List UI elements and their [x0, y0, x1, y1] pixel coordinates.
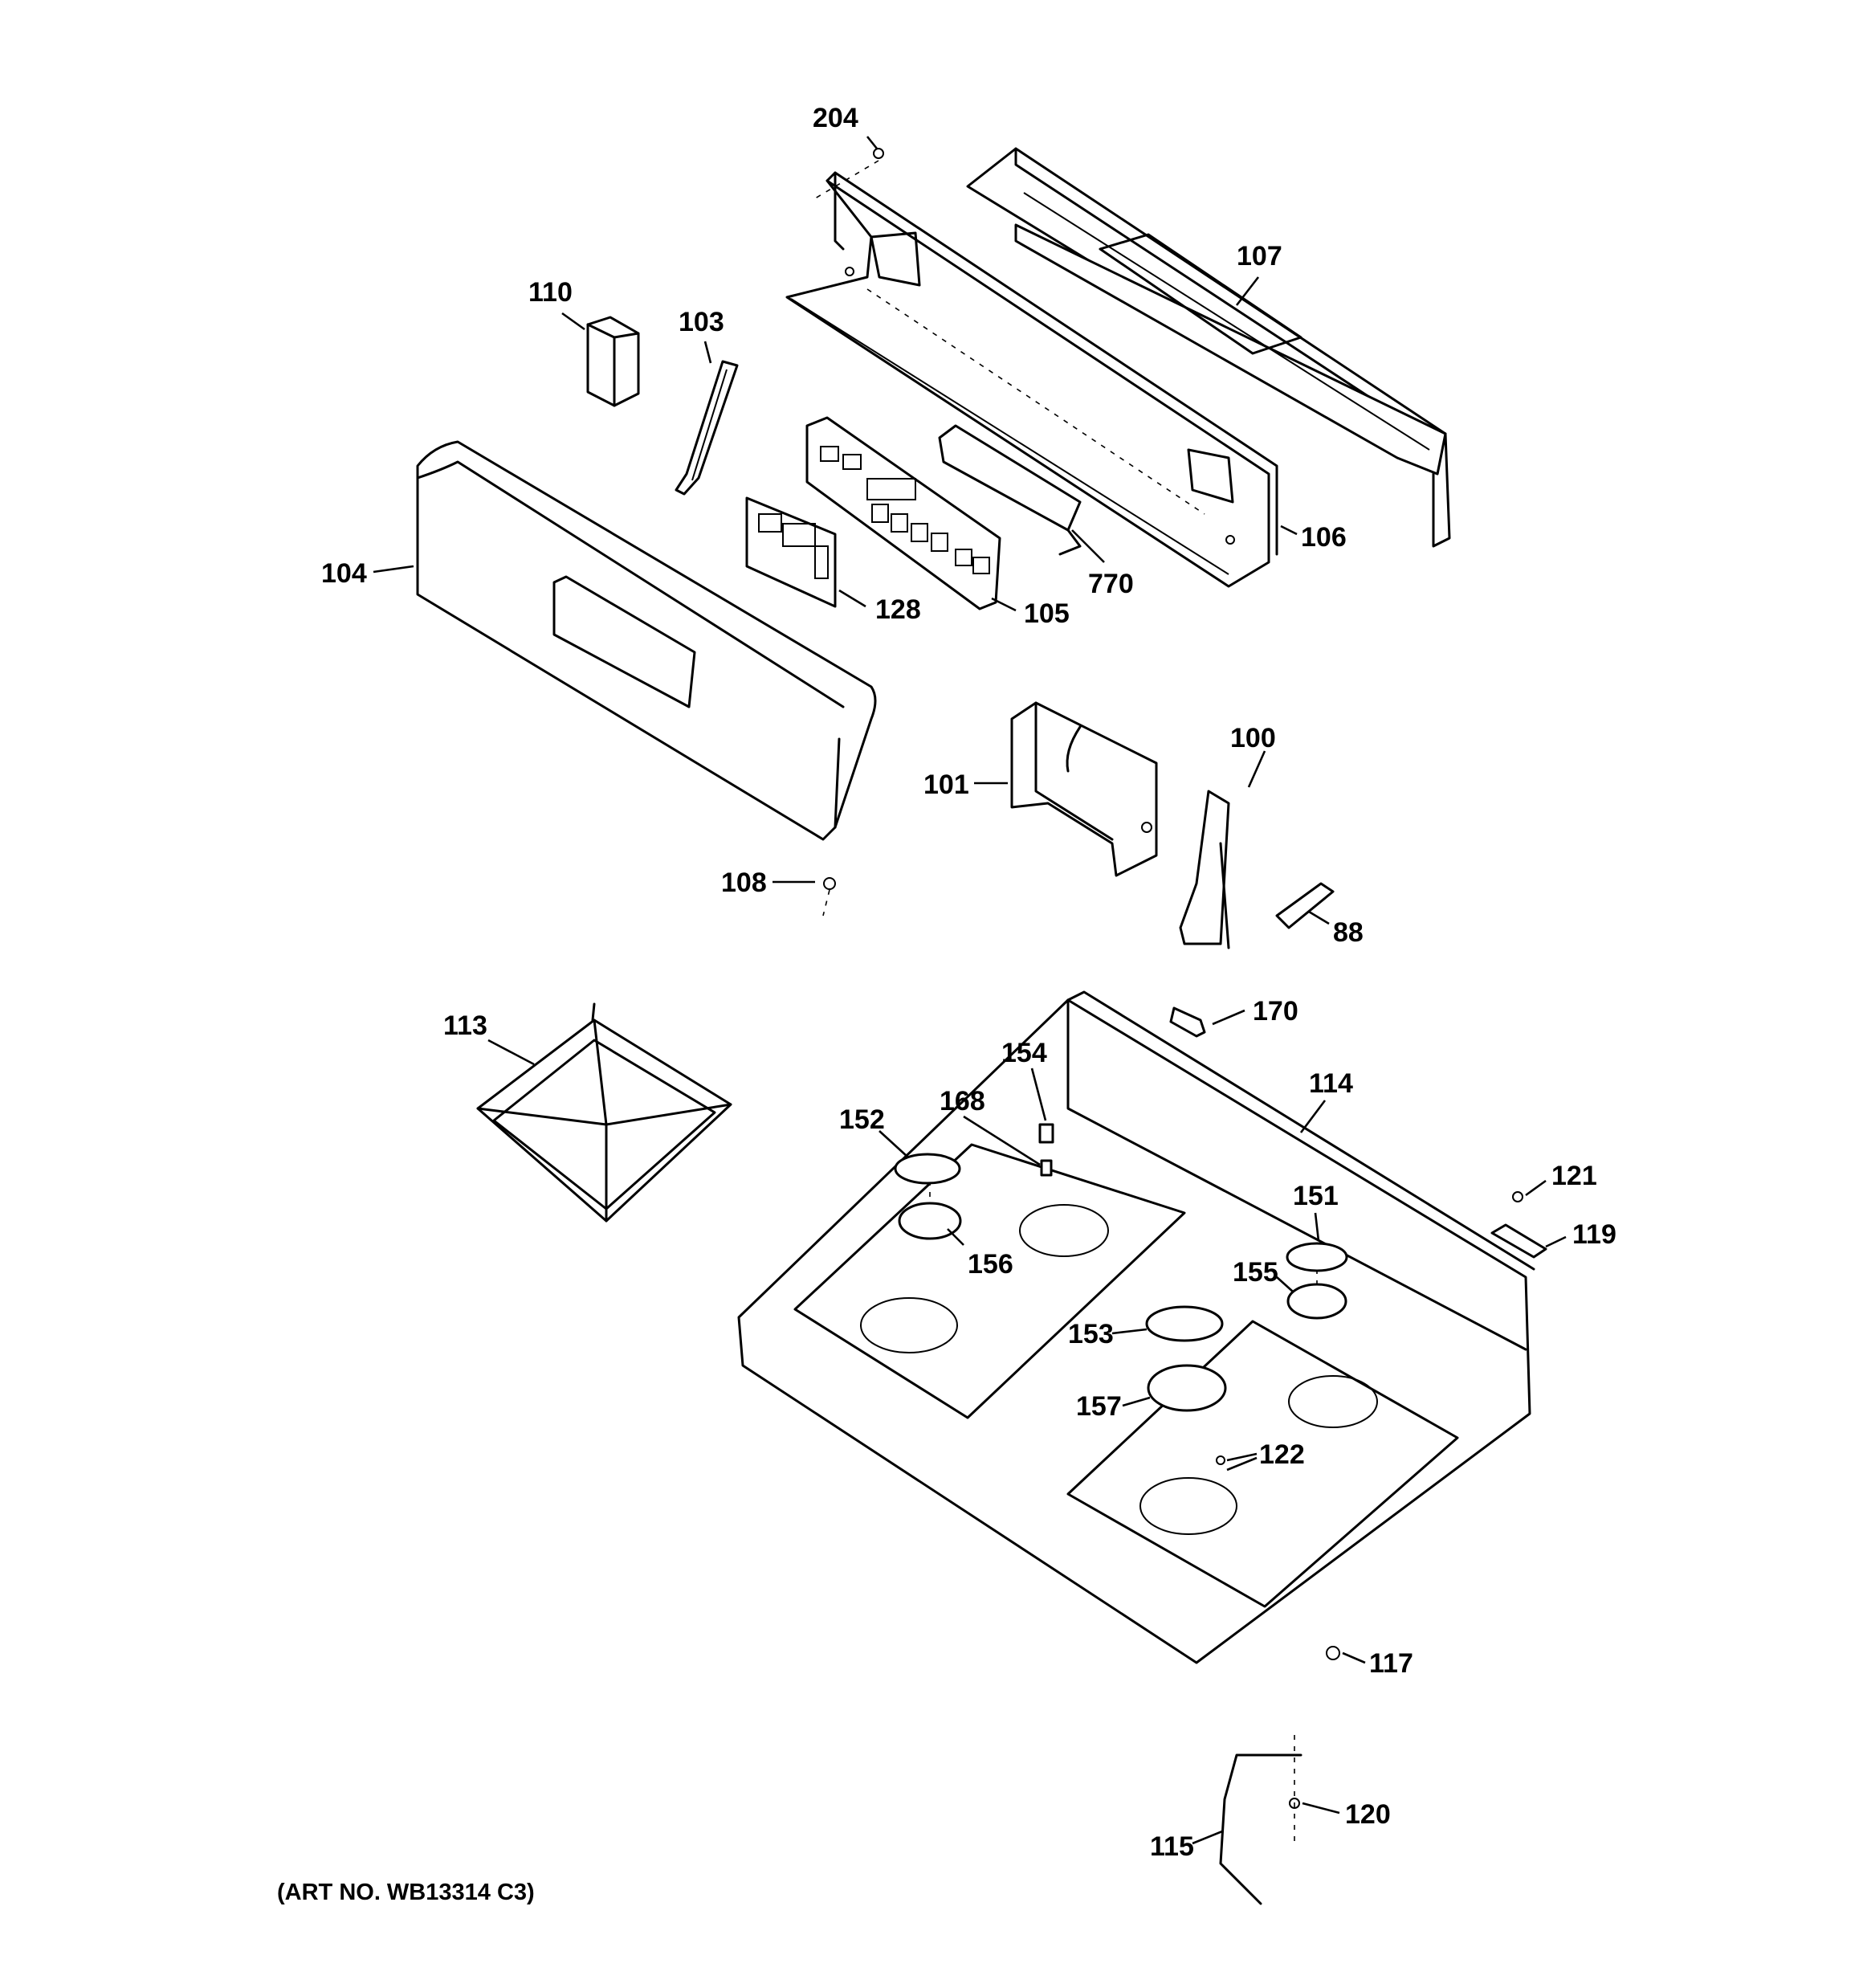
callout-170: 170 — [1253, 996, 1298, 1027]
part-114-cooktop — [737, 990, 1535, 1664]
part-770-bracket — [938, 424, 1082, 556]
art-number: (ART NO. WB13314 C3) — [277, 1880, 535, 1905]
callout-156: 156 — [968, 1249, 1013, 1280]
small-fasteners — [1216, 1191, 1547, 1660]
callout-117: 117 — [1369, 1648, 1413, 1679]
part-156-head — [898, 1202, 962, 1240]
callout-104: 104 — [321, 558, 367, 589]
callout-204: 204 — [813, 103, 858, 133]
callout-113: 113 — [443, 1010, 487, 1041]
callout-103: 103 — [679, 307, 724, 337]
part-170-screw — [1169, 1006, 1206, 1038]
callout-120: 120 — [1345, 1799, 1391, 1830]
part-117 — [1326, 1646, 1340, 1660]
part-108-screw — [822, 877, 836, 916]
part-121 — [1512, 1191, 1523, 1202]
part-115-rod — [1219, 1735, 1302, 1905]
callout-100: 100 — [1230, 723, 1276, 753]
part-152-cap — [894, 1153, 961, 1185]
callout-168: 168 — [940, 1086, 985, 1116]
callout-154: 154 — [1001, 1038, 1047, 1068]
part-128-display — [745, 496, 837, 608]
part-107-rear-trim — [966, 147, 1451, 548]
callout-115: 115 — [1150, 1831, 1194, 1862]
callout-151: 151 — [1293, 1181, 1339, 1211]
callout-labels: 204 107 110 103 106 770 104 128 105 101 … — [321, 103, 1616, 1862]
part-151-cap — [1286, 1242, 1348, 1272]
callout-107: 107 — [1237, 241, 1282, 271]
part-153-cap — [1145, 1305, 1224, 1342]
part-106-backsplash — [785, 171, 1278, 588]
callout-128: 128 — [875, 594, 921, 625]
callout-108: 108 — [721, 867, 767, 898]
part-120 — [1289, 1798, 1300, 1809]
callout-122: 122 — [1259, 1439, 1305, 1470]
leader-lines — [373, 136, 1567, 1845]
callout-152: 152 — [839, 1104, 885, 1135]
part-154 — [1038, 1123, 1054, 1144]
part-101-shield — [1010, 701, 1158, 877]
part-157-head — [1147, 1364, 1227, 1412]
callout-88: 88 — [1333, 917, 1364, 948]
part-119 — [1490, 1223, 1547, 1259]
part-122 — [1216, 1455, 1225, 1465]
callout-105: 105 — [1024, 598, 1070, 629]
callout-106: 106 — [1301, 522, 1347, 553]
callout-114: 114 — [1309, 1068, 1353, 1099]
part-103-lever — [675, 360, 739, 496]
part-88 — [1275, 882, 1335, 929]
burner-parts — [894, 1123, 1348, 1412]
part-105-control-board — [805, 416, 1001, 610]
callout-153: 153 — [1068, 1319, 1114, 1349]
part-204-screw — [810, 148, 884, 202]
part-168 — [1040, 1159, 1053, 1177]
part-110-switch — [586, 316, 640, 407]
callout-119: 119 — [1572, 1219, 1616, 1250]
part-155-head — [1286, 1283, 1347, 1320]
part-104-control-panel — [416, 440, 877, 841]
part-100-side-trim — [1179, 790, 1230, 949]
callout-101: 101 — [923, 769, 969, 800]
callout-770: 770 — [1088, 569, 1134, 599]
part-113-grate — [476, 1002, 732, 1223]
callout-155: 155 — [1233, 1257, 1278, 1288]
callout-121: 121 — [1551, 1161, 1597, 1191]
callout-157: 157 — [1076, 1391, 1122, 1422]
callout-110: 110 — [528, 277, 573, 308]
